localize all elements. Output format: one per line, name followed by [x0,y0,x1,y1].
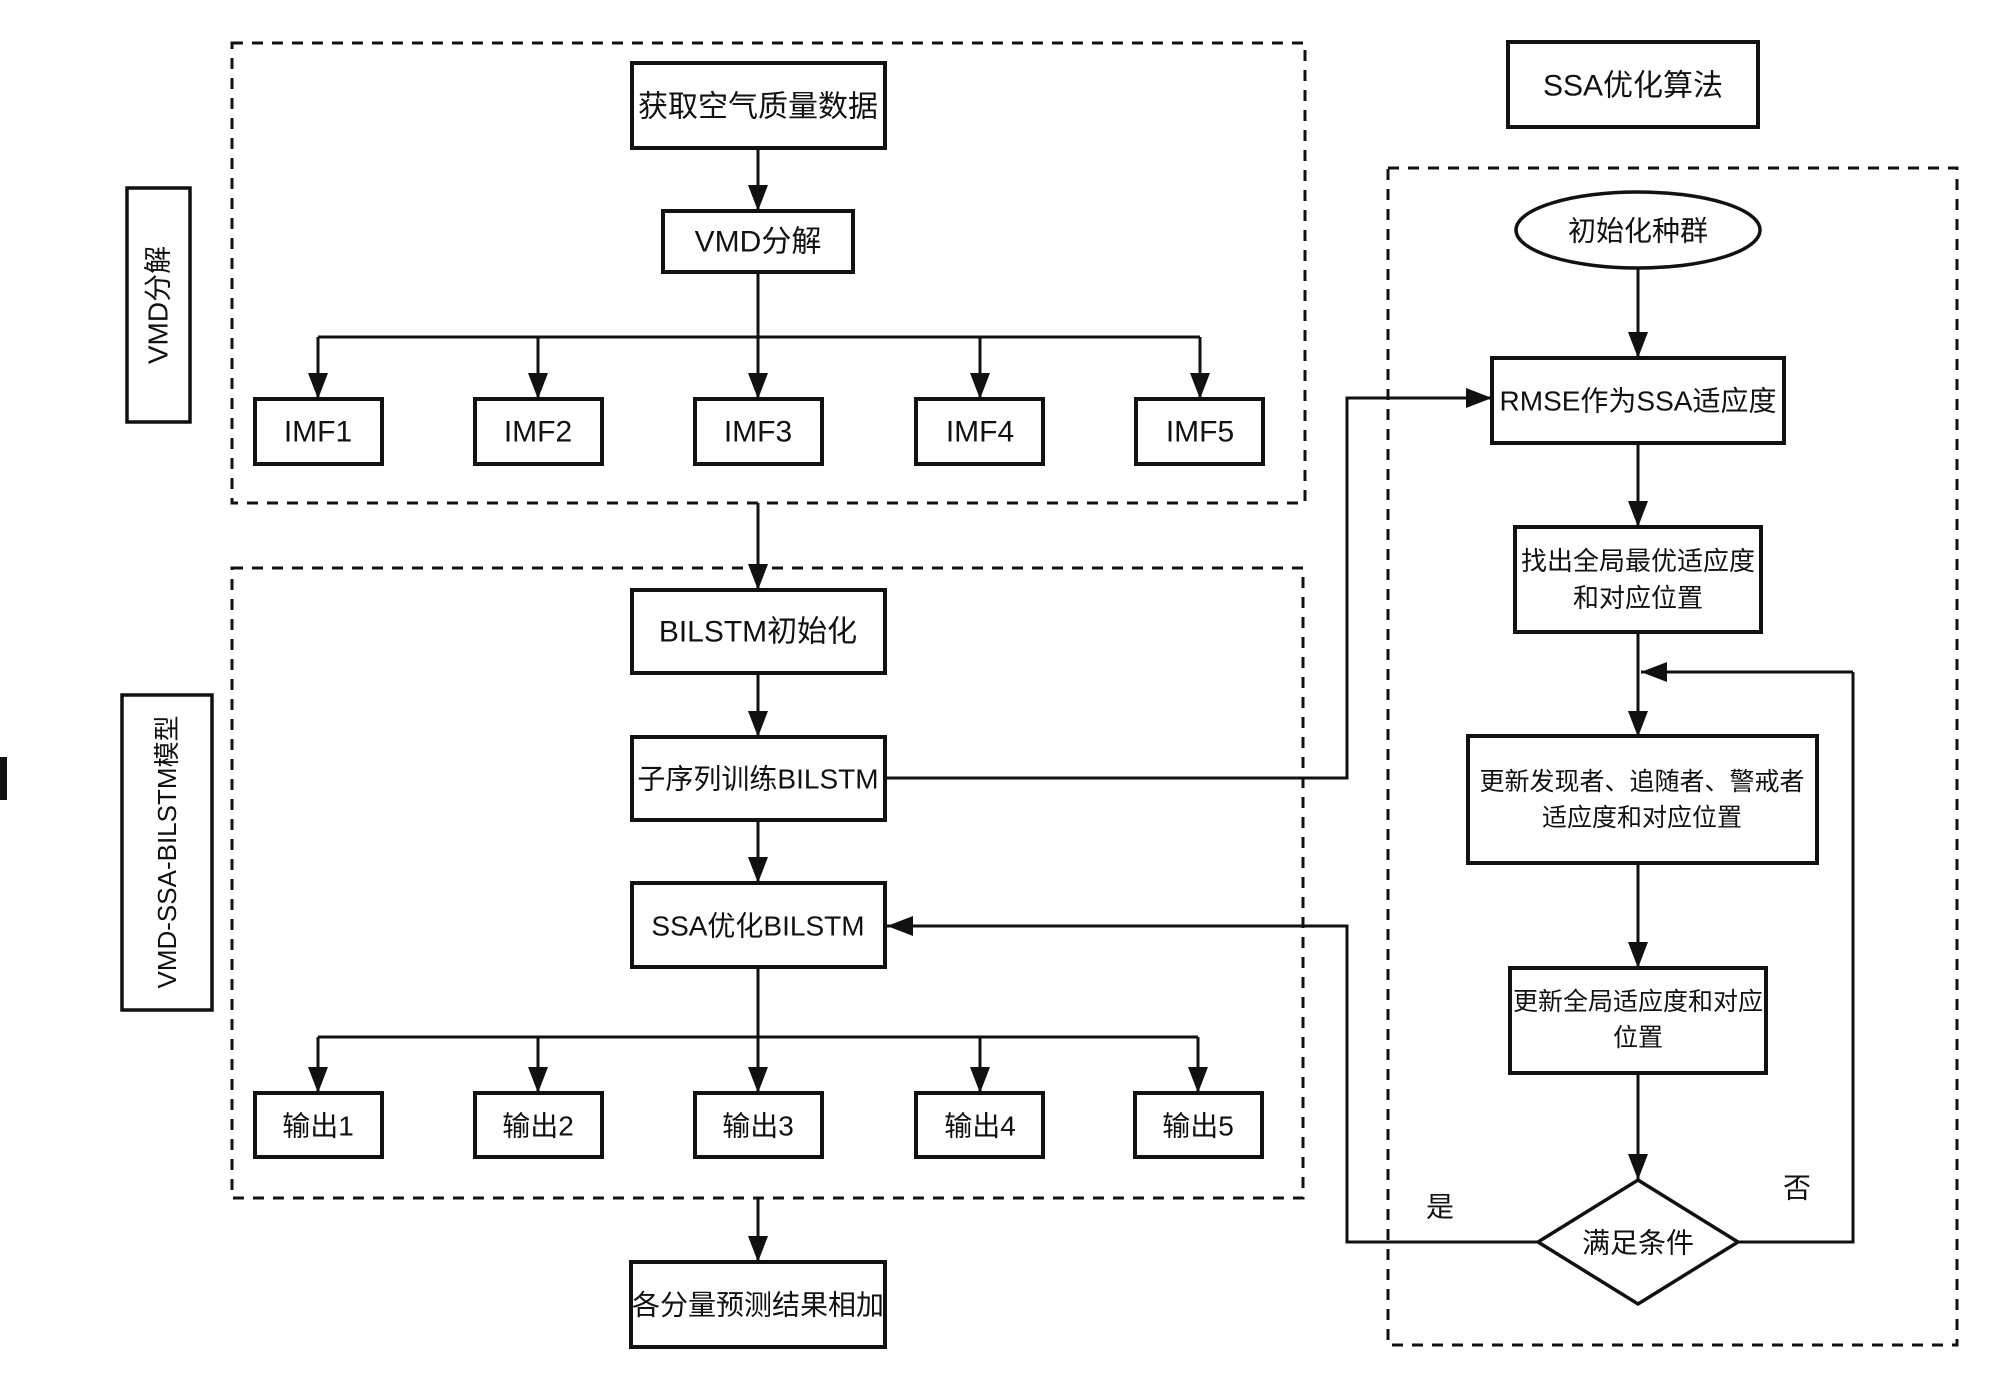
node-output2: 输出2 [473,1091,604,1159]
node-update-roles: 更新发现者、追随者、警戒者 适应度和对应位置 [1466,734,1819,865]
node-bilstm-init: BILSTM初始化 [630,588,887,675]
node-vmd-decompose: VMD分解 [661,209,855,274]
edge-train-to-rmse [885,388,1492,780]
node-find-global-best-line2: 和对应位置 [1573,583,1703,613]
vmd-section-label: VMD分解 [125,186,192,424]
node-imf2-text: IMF2 [504,416,572,449]
node-output1-text: 输出1 [282,1111,354,1142]
node-sum-results: 各分量预测结果相加 [629,1260,887,1349]
node-output4: 输出4 [914,1091,1045,1159]
model-section-label-text: VMD-SSA-BILSTM模型 [152,715,182,988]
node-output4-text: 输出4 [944,1111,1016,1142]
node-update-global-line1: 更新全局适应度和对应 [1513,988,1763,1016]
vmd-section-container [230,41,1307,505]
node-imf1-text: IMF1 [284,416,352,449]
node-subseq-train-text: 子序列训练BILSTM [637,764,878,795]
edge-yes-to-optimize [887,916,1538,1244]
node-output5-text: 输出5 [1162,1111,1234,1142]
node-imf2: IMF2 [473,397,604,466]
node-init-population-text: 初始化种群 [1568,216,1708,247]
edge-no-branch [1738,672,1855,1244]
ssa-title-box: SSA优化算法 [1506,40,1760,129]
node-vmd-decompose-text: VMD分解 [695,226,822,259]
node-output1: 输出1 [253,1091,384,1159]
node-get-data-text: 获取空气质量数据 [638,91,878,124]
node-subseq-train: 子序列训练BILSTM [630,735,887,822]
vmd-section-label-text: VMD分解 [143,246,174,364]
node-update-global: 更新全局适应度和对应 位置 [1508,966,1768,1075]
node-init-population: 初始化种群 [1514,190,1762,270]
node-imf3-text: IMF3 [724,416,792,449]
node-output3: 输出3 [693,1091,824,1159]
node-output3-text: 输出3 [722,1111,794,1142]
ssa-title-text: SSA优化算法 [1543,70,1723,103]
node-imf4-text: IMF4 [946,416,1014,449]
node-find-global-best-line1: 找出全局最优适应度 [1521,546,1755,576]
node-get-data: 获取空气质量数据 [630,61,887,150]
node-bilstm-init-text: BILSTM初始化 [659,616,857,649]
decision-condition-text: 满足条件 [1582,1228,1694,1259]
node-output2-text: 输出2 [502,1111,574,1142]
label-no: 否 [1783,1173,1811,1204]
ssa-section-container [1386,166,1959,1347]
node-imf5-text: IMF5 [1166,416,1234,449]
node-update-roles-line2: 适应度和对应位置 [1542,804,1742,832]
node-update-global-line2: 位置 [1613,1024,1663,1052]
node-imf3: IMF3 [693,397,824,466]
node-sum-results-text: 各分量预测结果相加 [632,1290,884,1321]
node-ssa-optimize: SSA优化BILSTM [630,881,887,969]
node-output5: 输出5 [1133,1091,1264,1159]
node-rmse-fitness: RMSE作为SSA适应度 [1490,356,1786,445]
node-ssa-optimize-text: SSA优化BILSTM [651,911,864,942]
node-imf4: IMF4 [914,397,1045,466]
node-update-roles-line1: 更新发现者、追随者、警戒者 [1479,768,1804,796]
model-section-container [230,566,1305,1200]
node-rmse-fitness-text: RMSE作为SSA适应度 [1500,386,1777,417]
node-find-global-best: 找出全局最优适应度 和对应位置 [1513,525,1763,634]
model-section-label: VMD-SSA-BILSTM模型 [120,693,214,1012]
decision-condition: 满足条件 [1534,1177,1742,1307]
label-yes: 是 [1426,1192,1454,1223]
left-edge-artifact [0,757,7,800]
node-imf1: IMF1 [253,397,384,466]
node-imf5: IMF5 [1134,397,1265,466]
